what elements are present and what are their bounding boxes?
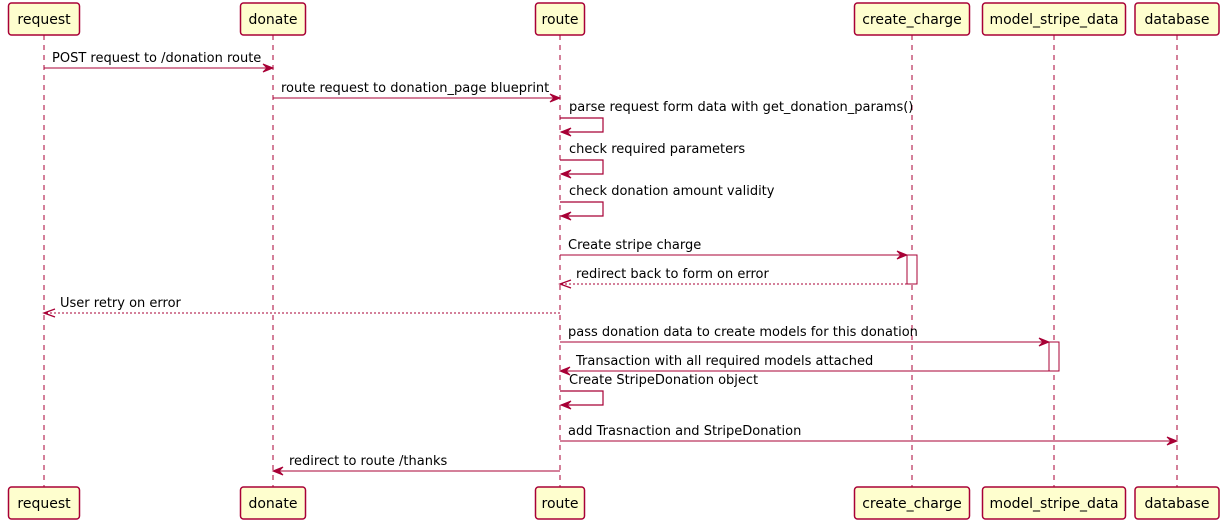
message-label: POST request to /donation route bbox=[52, 51, 261, 66]
participant-box bbox=[534, 2, 586, 36]
activation-create_charge bbox=[906, 254, 918, 285]
arrow-head bbox=[559, 211, 572, 221]
arrow-head bbox=[559, 400, 572, 410]
message-label: pass donation data to create models for … bbox=[568, 325, 918, 340]
message-10: Create StripeDonation object bbox=[559, 373, 758, 410]
participant-box bbox=[981, 486, 1127, 520]
participant-label: create_charge bbox=[862, 496, 962, 512]
message-11: add Trasnaction and StripeDonation bbox=[560, 424, 1179, 446]
participant-box bbox=[7, 486, 81, 520]
participants-top: request donate route create_charge model_str… bbox=[7, 2, 1220, 36]
arrow-head bbox=[559, 169, 572, 179]
arrow-head bbox=[558, 279, 572, 289]
participant-donate-bottom: donate bbox=[239, 486, 307, 520]
message-line bbox=[560, 201, 604, 217]
participant-route-bottom: route bbox=[534, 486, 586, 520]
participant-route-top: route bbox=[534, 2, 586, 36]
participant-box bbox=[7, 2, 81, 36]
arrow-head bbox=[896, 250, 909, 260]
message-label: route request to donation_page blueprint bbox=[281, 81, 549, 96]
participant-label: database bbox=[1145, 496, 1210, 512]
participant-label: model_stripe_data bbox=[989, 496, 1118, 512]
participant-box bbox=[239, 2, 307, 36]
message-label: parse request form data with get_donatio… bbox=[569, 100, 913, 115]
arrow-head bbox=[558, 366, 571, 376]
message-label: Create stripe charge bbox=[568, 238, 701, 253]
participant-create_charge-bottom: create_charge bbox=[853, 486, 971, 520]
participant-request-bottom: request bbox=[7, 486, 81, 520]
arrow-head bbox=[559, 127, 572, 137]
arrow-head bbox=[1038, 337, 1051, 347]
message-4: check donation amount validity bbox=[559, 184, 775, 221]
participant-label: donate bbox=[248, 12, 297, 28]
participant-model_stripe_data-top: model_stripe_data bbox=[981, 2, 1127, 36]
message-0: POST request to /donation route bbox=[44, 51, 275, 73]
message-label: Create StripeDonation object bbox=[569, 373, 758, 388]
message-6: redirect back to form on error bbox=[558, 267, 907, 289]
participant-database-top: database bbox=[1134, 2, 1220, 36]
messages: POST request to /donation route route req… bbox=[42, 51, 1179, 476]
participant-label: create_charge bbox=[862, 12, 962, 28]
message-5: Create stripe charge bbox=[560, 238, 909, 260]
participants-bottom: request donate route create_charge model_str… bbox=[7, 486, 1220, 520]
message-line bbox=[560, 159, 604, 175]
arrow-head bbox=[549, 93, 562, 103]
arrow-head bbox=[1166, 436, 1179, 446]
participant-label: route bbox=[542, 496, 579, 512]
participant-box bbox=[534, 486, 586, 520]
participant-donate-top: donate bbox=[239, 2, 307, 36]
participant-box bbox=[1134, 486, 1220, 520]
participant-model_stripe_data-bottom: model_stripe_data bbox=[981, 486, 1127, 520]
message-line bbox=[560, 390, 604, 406]
participant-label: model_stripe_data bbox=[989, 12, 1118, 28]
participant-box bbox=[1134, 2, 1220, 36]
message-8: pass donation data to create models for … bbox=[560, 325, 1051, 347]
participant-box bbox=[853, 486, 971, 520]
message-7: User retry on error bbox=[42, 296, 560, 318]
participant-label: request bbox=[17, 496, 71, 512]
message-2: parse request form data with get_donatio… bbox=[559, 100, 913, 137]
participant-box bbox=[853, 2, 971, 36]
activations bbox=[906, 254, 1060, 372]
participant-label: database bbox=[1145, 12, 1210, 28]
arrow-head bbox=[271, 466, 284, 476]
message-label: check required parameters bbox=[569, 142, 745, 157]
participant-label: request bbox=[17, 12, 71, 28]
arrow-head bbox=[42, 308, 56, 318]
activation-model_stripe_data bbox=[1048, 341, 1060, 372]
participant-box bbox=[981, 2, 1127, 36]
arrow-head bbox=[262, 63, 275, 73]
message-label: redirect to route /thanks bbox=[289, 454, 447, 469]
message-1: route request to donation_page blueprint bbox=[273, 81, 562, 103]
message-3: check required parameters bbox=[559, 142, 745, 179]
message-label: check donation amount validity bbox=[569, 184, 775, 199]
message-label: Transaction with all required models att… bbox=[575, 354, 873, 369]
participant-label: donate bbox=[248, 496, 297, 512]
participant-request-top: request bbox=[7, 2, 81, 36]
message-12: redirect to route /thanks bbox=[271, 454, 560, 476]
message-label: add Trasnaction and StripeDonation bbox=[568, 424, 801, 439]
participant-label: route bbox=[542, 12, 579, 28]
message-label: redirect back to form on error bbox=[576, 267, 769, 282]
participant-box bbox=[239, 486, 307, 520]
participant-database-bottom: database bbox=[1134, 486, 1220, 520]
message-label: User retry on error bbox=[60, 296, 182, 311]
participant-create_charge-top: create_charge bbox=[853, 2, 971, 36]
message-line bbox=[560, 117, 604, 133]
message-9: Transaction with all required models att… bbox=[558, 354, 1049, 376]
